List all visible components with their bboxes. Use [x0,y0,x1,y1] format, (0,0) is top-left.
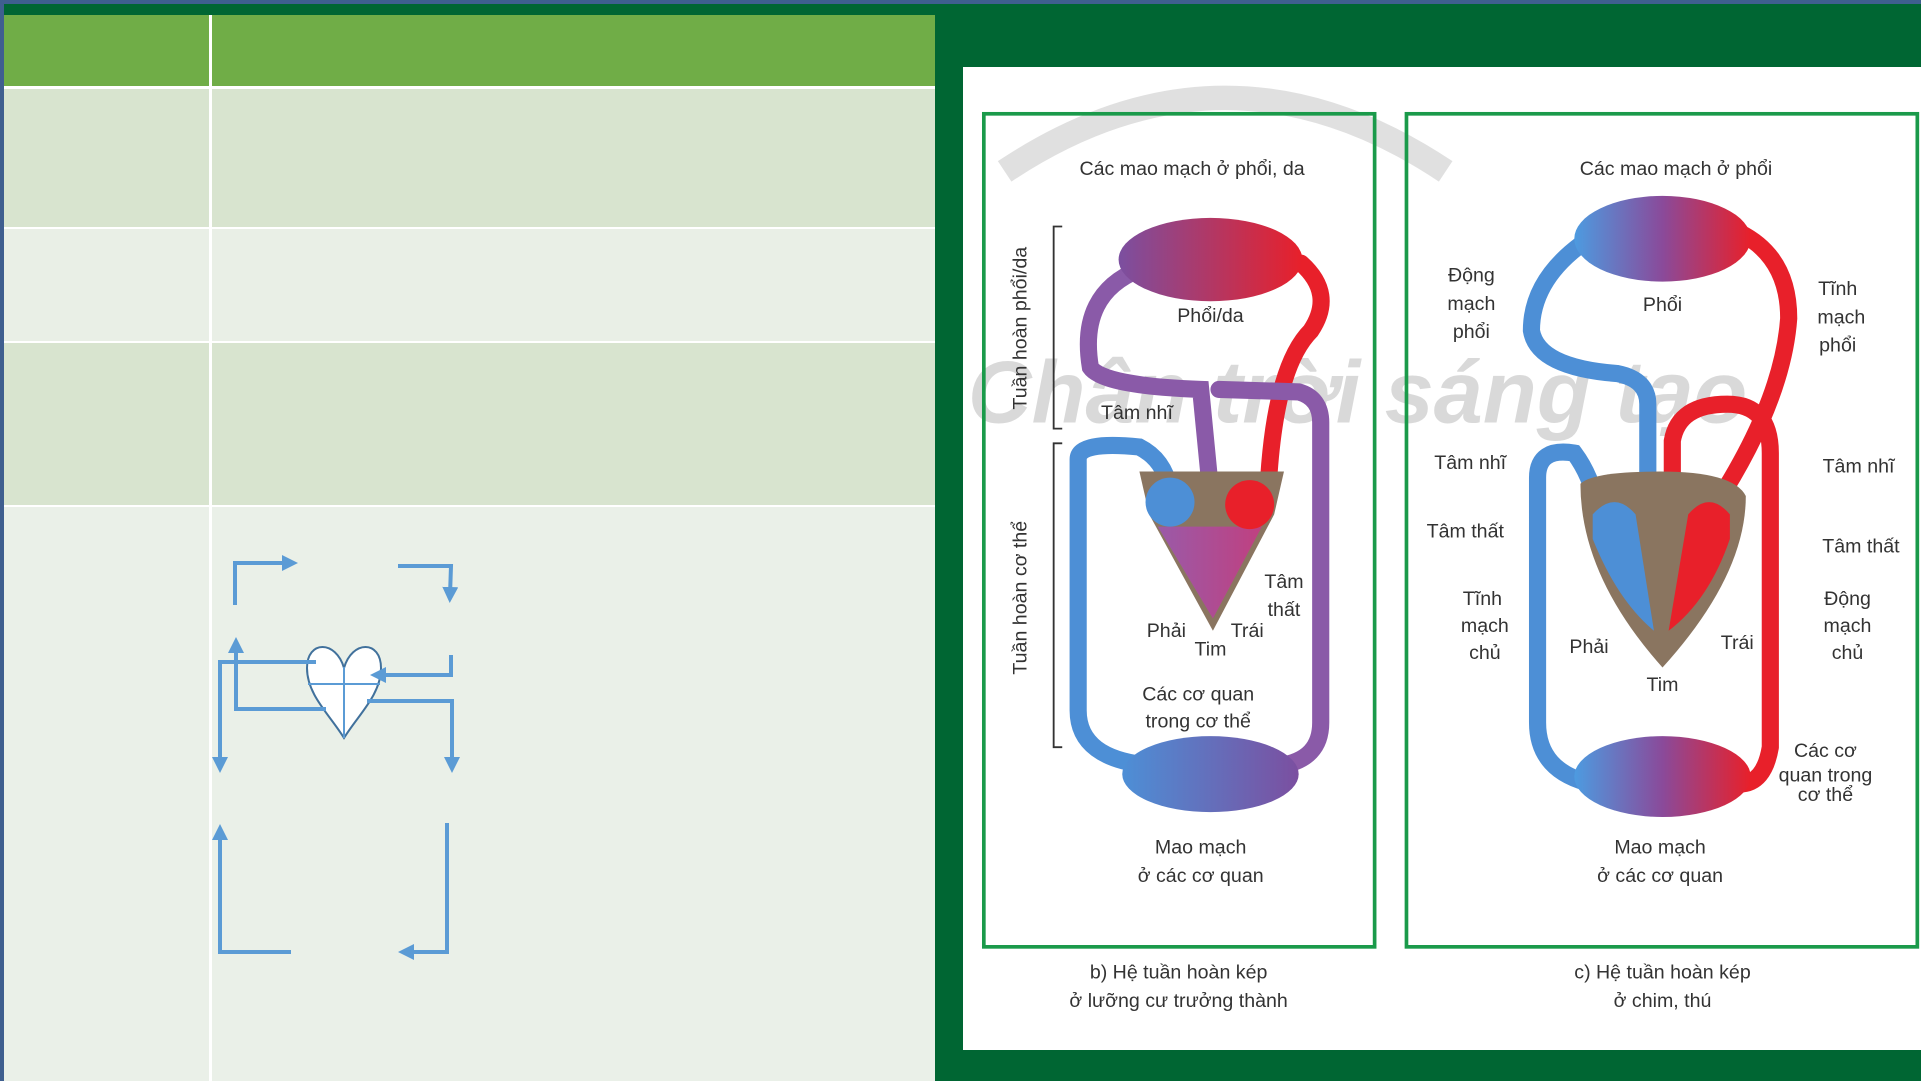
left-chambers [1668,502,1730,631]
header-cell-1[interactable] [4,15,212,86]
table-cell[interactable] [4,343,212,505]
label: chủ [1832,642,1864,664]
label: Các cơ [1794,740,1857,762]
double-circulation-illustration: Chân trời sáng tạo Các mao mạch ở phổi, … [968,85,1920,1012]
lung-capillaries [1118,217,1303,302]
label: mạch [1824,615,1872,637]
label: Tâm nhĩ [1434,452,1507,474]
caption: c) Hệ tuần hoàn kép [1574,962,1751,984]
table-row [4,229,935,341]
label: Trái [1231,620,1264,642]
label: Mao mạch [1614,837,1705,859]
pulmonary-vein-vessel [1259,254,1330,499]
label: Động [1448,265,1495,287]
arrow [370,655,453,683]
label: Mao mạch [1155,837,1246,859]
label: cơ thể [1798,784,1853,806]
table-row [4,343,935,505]
left-border [0,0,4,1081]
label: ở các cơ quan [1597,865,1723,887]
label: mạch [1817,306,1865,328]
comparison-table [4,15,935,1081]
panel-b-frame [981,111,1377,949]
body-capillaries [1574,736,1751,817]
arrow [212,824,291,954]
label: Động [1824,588,1871,610]
pulmonary-artery [1522,236,1657,572]
panel-c-frame [1404,111,1920,949]
label: Tim [1195,638,1227,660]
label: Các mao mạch ở phổi, da [1079,158,1304,180]
caption: ở chim, thú [1614,990,1712,1012]
label: phổi [1453,321,1490,343]
label: thất [1268,599,1301,621]
label: Tâm thất [1427,521,1505,543]
pulmonary-vein [1700,224,1798,523]
top-border [0,0,1921,4]
label: quan trong [1779,764,1873,786]
arrow [212,660,316,773]
arrow [367,699,460,773]
label: mạch [1461,615,1509,637]
pulmonary-vessel [1079,260,1220,499]
right-atrium [1145,477,1195,527]
table-cell[interactable] [4,229,212,341]
label: Tuần hoàn phổi/da [1010,247,1032,410]
caption: b) Hệ tuần hoàn kép [1090,962,1268,984]
right-chambers [1592,502,1654,631]
arrow [233,555,298,605]
label: Tĩnh [1463,588,1502,610]
table-cell[interactable] [4,89,212,227]
label: ở các cơ quan [1138,865,1264,887]
ventricle [1157,526,1262,619]
label: chủ [1469,642,1501,664]
table-cell[interactable] [4,507,212,1081]
label: Phải [1569,636,1608,658]
label: Tâm nhĩ [1101,402,1174,424]
label: trong cơ thể [1145,711,1251,733]
circulation-figure: Chân trời sáng tạo Các mao mạch ở phổi, … [963,67,1921,1050]
label: Tuần hoàn cơ thể [1010,521,1032,675]
table-header-row [4,15,935,86]
aorta [1663,395,1779,793]
body-capillaries [1122,736,1299,813]
label: Các cơ quan [1142,684,1254,706]
label: Phổi/da [1177,305,1244,327]
label: Tâm [1264,571,1303,593]
label: Tâm nhĩ [1823,456,1896,478]
label: Tim [1647,674,1679,696]
arrow [228,637,326,711]
label: Tâm thất [1822,535,1900,557]
label: Phải [1147,620,1186,642]
vein-vessel [1069,436,1179,775]
bracket [1052,225,1063,749]
label: Phổi [1643,294,1682,316]
label: Các mao mạch ở phổi [1580,158,1773,180]
label: Trái [1721,632,1754,654]
header-cell-2[interactable] [212,15,935,86]
left-atrium [1225,480,1275,530]
artery-vessel [1210,380,1330,775]
label: mạch [1447,293,1495,315]
arrow [398,823,449,960]
label: Tĩnh [1818,278,1857,300]
lung-capillaries [1574,195,1751,282]
label: phổi [1819,334,1856,356]
caption: ở lưỡng cư trưởng thành [1069,990,1287,1012]
arrow [398,564,459,603]
table-row [4,89,935,227]
table-row [4,507,935,1081]
